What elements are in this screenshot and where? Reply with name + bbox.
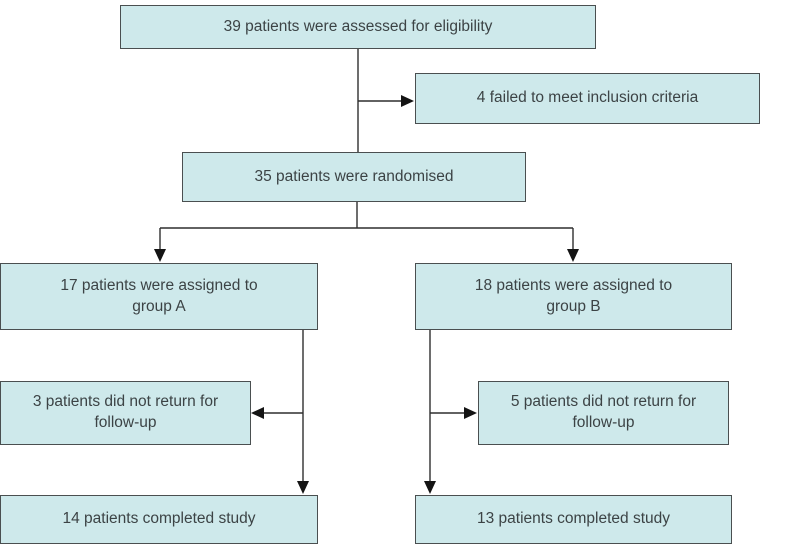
flow-box-lost-b-label: 5 patients did not return for follow-up (510, 393, 697, 431)
flow-box-randomised-label: 35 patients were randomised (254, 167, 454, 185)
flow-box-eligibility-label: 39 patients were assessed for eligibilit… (223, 17, 493, 35)
flow-box-group-b-label: 18 patients were assigned to group B (474, 276, 673, 315)
flow-box-lost-a: 3 patients did not return for follow-up (0, 381, 251, 445)
flow-box-group-b: 18 patients were assigned to group B (415, 263, 732, 330)
arrowhead-right-lost-b (464, 407, 477, 419)
arrowhead-down-group-b (567, 249, 579, 262)
flow-box-completed-b-label: 13 patients completed study (476, 510, 670, 528)
flow-box-excluded: 4 failed to meet inclusion criteria (415, 73, 760, 124)
arrowhead-down-completed-b (424, 481, 436, 494)
arrowhead-left-lost-a (251, 407, 264, 419)
flow-box-excluded-label: 4 failed to meet inclusion criteria (476, 89, 699, 107)
flow-box-lost-b: 5 patients did not return for follow-up (478, 381, 729, 445)
flow-box-randomised: 35 patients were randomised (182, 152, 526, 202)
flow-box-group-a: 17 patients were assigned to group A (0, 263, 318, 330)
arrowhead-right-excluded (401, 95, 414, 107)
arrowhead-down-group-a (154, 249, 166, 262)
flow-box-completed-a: 14 patients completed study (0, 495, 318, 544)
flow-box-group-a-label: 17 patients were assigned to group A (60, 276, 258, 315)
flow-box-eligibility: 39 patients were assessed for eligibilit… (120, 5, 596, 49)
flow-box-completed-a-label: 14 patients completed study (62, 510, 256, 528)
arrowhead-down-completed-a (297, 481, 309, 494)
flow-box-lost-a-label: 3 patients did not return for follow-up (32, 393, 219, 431)
flow-box-completed-b: 13 patients completed study (415, 495, 732, 544)
